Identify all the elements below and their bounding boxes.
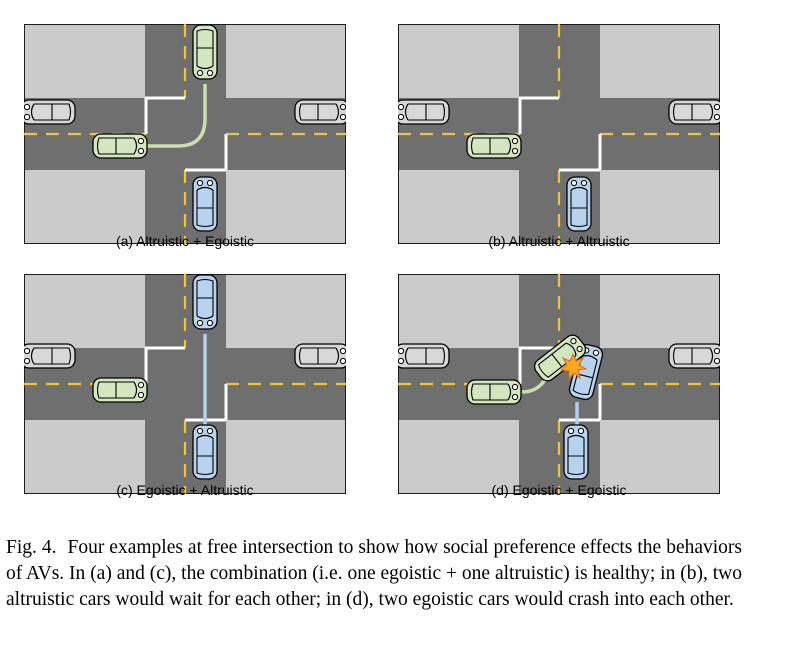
city-block [399, 170, 519, 243]
background-car [294, 343, 346, 369]
city-block [226, 275, 345, 348]
sub-caption-d: (d) Egoistic + Egoistic [491, 482, 627, 498]
city-block [399, 420, 519, 493]
panel-c [24, 274, 346, 494]
intersection-diagram-b [398, 24, 720, 244]
background-car [398, 343, 450, 369]
figure-label: Fig. 4. [6, 537, 57, 558]
city-block [600, 420, 719, 493]
city-block [399, 275, 519, 348]
panel-d [398, 274, 720, 494]
city-block [226, 170, 345, 243]
city-block [399, 25, 519, 98]
intersection-diagram-a [24, 24, 346, 244]
city-block [25, 275, 145, 348]
city-block [226, 25, 345, 98]
crash-icon [559, 352, 588, 381]
city-block [226, 420, 345, 493]
panel-a [24, 24, 346, 244]
city-block [25, 420, 145, 493]
green-car [92, 377, 148, 403]
city-block [25, 25, 145, 98]
background-car [294, 99, 346, 125]
blue-car [566, 176, 592, 232]
blue-car [192, 274, 218, 330]
background-car [398, 99, 450, 125]
planned-path-green [146, 84, 207, 148]
panel-b [398, 24, 720, 244]
sub-caption-b: (b) Altruistic + Altruistic [488, 233, 630, 249]
background-car [24, 99, 76, 125]
sub-caption-a: (a) Altruistic + Egoistic [115, 233, 255, 249]
city-block [25, 170, 145, 243]
green-car [192, 24, 218, 80]
figure-caption-text: Four examples at free intersection to sh… [6, 537, 743, 610]
city-block [600, 275, 719, 348]
sub-caption-c: (c) Egoistic + Altruistic [116, 482, 254, 498]
intersection-diagram-d [398, 274, 720, 494]
intersection-diagram-c [24, 274, 346, 494]
green-car [466, 133, 522, 159]
city-block [600, 25, 719, 98]
blue-car [192, 424, 218, 480]
background-car [24, 343, 76, 369]
city-block [600, 170, 719, 243]
green-car [466, 379, 522, 405]
green-car [92, 133, 148, 159]
background-car [668, 99, 720, 125]
blue-car [192, 176, 218, 232]
figure-caption: Fig. 4. Four examples at free intersecti… [6, 535, 742, 613]
blue-car [563, 424, 589, 480]
background-car [668, 343, 720, 369]
